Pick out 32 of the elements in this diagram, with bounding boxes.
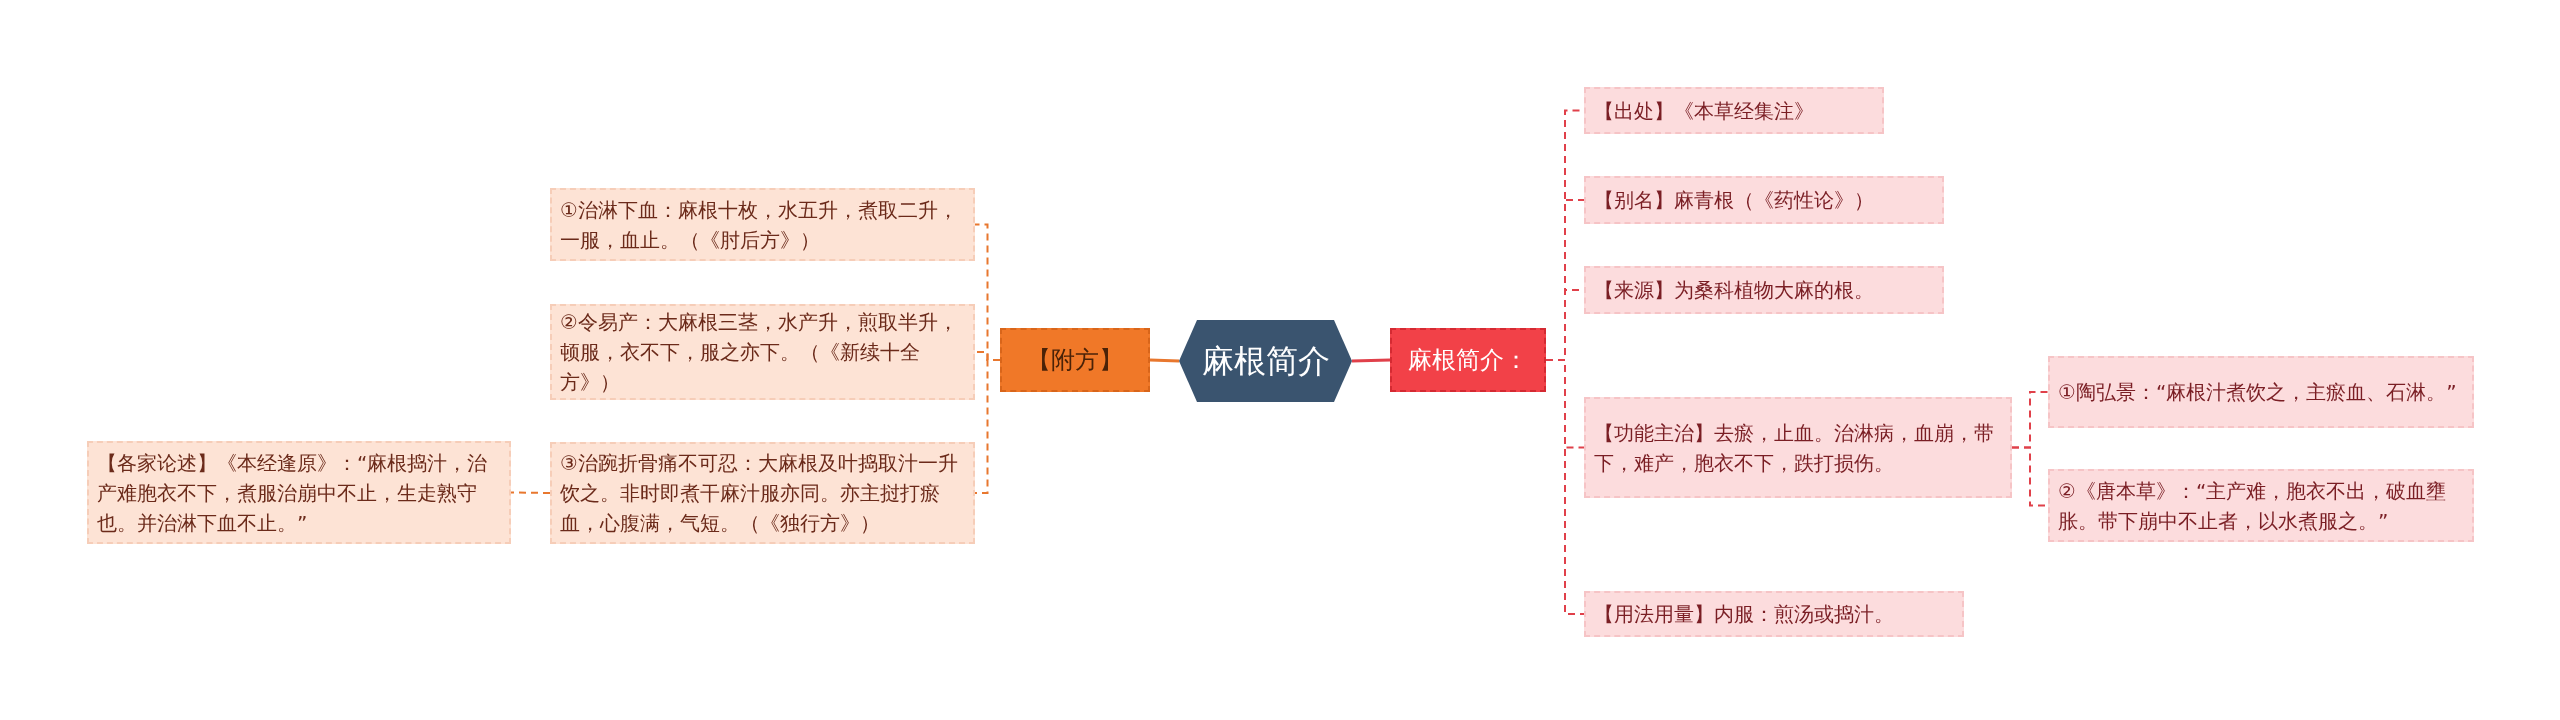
branch-box [1000, 328, 1150, 392]
topic-text: ①陶弘景：“麻根汁煮饮之，主瘀血、石淋。” [2058, 379, 2457, 406]
topic-box [1584, 266, 1944, 314]
connector-line [1149, 358, 1180, 363]
topic-text: 【功能主治】去瘀，止血。治淋病，血崩，带下，难产，胞衣不下，跌打损伤。 [1594, 419, 1995, 477]
topic-text: 【出处】《本草经集注》 [1594, 97, 1814, 125]
topic-text: 【各家论述】《本经逢原》：“麻根捣汁，治产难胞衣不下，煮服治崩中不止，生走熟守也。并治淋下血不止。” [97, 449, 489, 537]
topic-box [550, 188, 975, 261]
topic-box [2048, 356, 2474, 428]
topic-text: ①治淋下血：麻根十枚，水五升，煮取二升，一服，血止。（《肘后方》） [560, 196, 959, 254]
topic-box [1584, 397, 2012, 498]
topic-text: 【附方】 [1027, 345, 1123, 376]
connector-line [1351, 358, 1391, 363]
topic-box [1584, 176, 1944, 224]
topic-text: 麻根简介： [1408, 345, 1528, 376]
central-topic [1179, 320, 1352, 402]
topic-text: ②令易产：大麻根三茎，水产升，煎取半升，顿服，衣不下，服之亦下。（《新续十全方》） [560, 309, 959, 396]
connector-line [1545, 359, 1585, 615]
topic-box [2048, 469, 2474, 542]
topic-text: 【别名】麻青根（《药性论》） [1594, 187, 1874, 214]
topic-text: 【用法用量】内服：煎汤或捣汁。 [1594, 601, 1894, 628]
branch-box [1390, 328, 1546, 392]
topic-text: 【来源】为桑科植物大麻的根。 [1594, 277, 1874, 304]
topic-text: ③治踠折骨痛不可忍：大麻根及叶捣取汁一升饮之。非时即煮干麻汁服亦同。亦主挝打瘀血，心腹满，气短。（《独行方》） [560, 450, 959, 537]
topic-box [1584, 87, 1884, 134]
topic-box [550, 442, 975, 544]
connector-line [510, 491, 551, 494]
topic-text: 麻根简介 [1201, 341, 1330, 381]
topic-box [1584, 591, 1964, 637]
topic-box [87, 441, 511, 544]
topic-text: ②《唐本草》：“主产难，胞衣不出，破血壅胀。带下崩中不止者，以水煮服之。” [2058, 477, 2448, 535]
connector-line [974, 359, 1001, 494]
